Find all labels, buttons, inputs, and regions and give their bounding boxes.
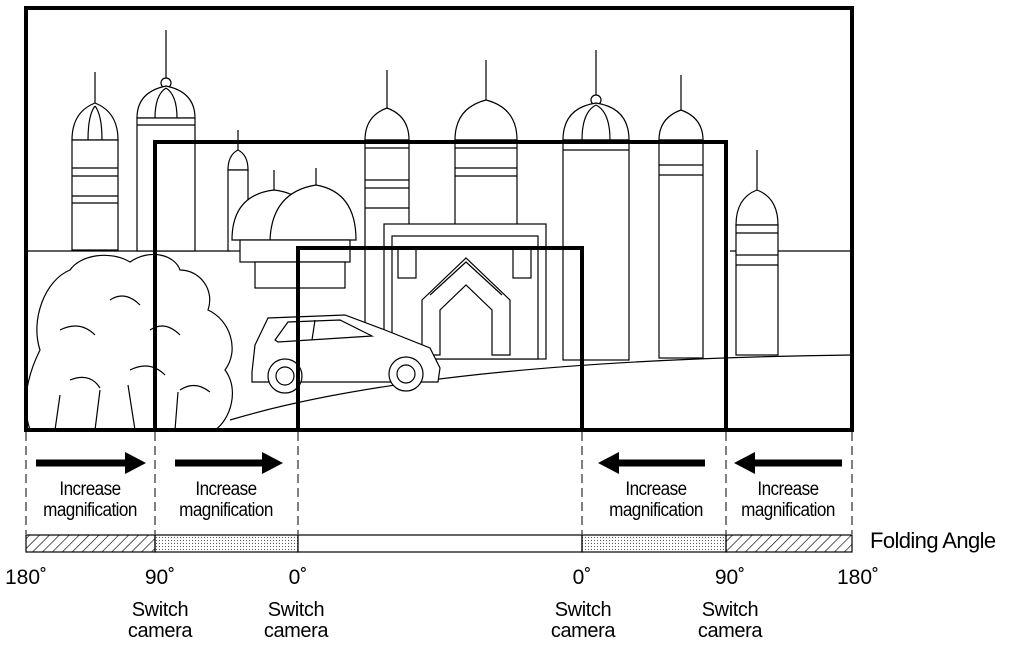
switch-label-line1: Switch bbox=[690, 600, 770, 621]
trees bbox=[26, 254, 233, 430]
magnification-label-3: Increase magnification bbox=[588, 479, 725, 521]
magnification-label-4: Increase magnification bbox=[720, 479, 857, 521]
minaret-5 bbox=[455, 60, 517, 230]
minaret-8 bbox=[736, 150, 778, 355]
switch-camera-label-3: Switch camera bbox=[543, 600, 623, 642]
angle-label-180-right: 180˚ bbox=[836, 567, 880, 588]
magnification-label-line2: magnification bbox=[720, 500, 857, 521]
angle-label-90-right: 90˚ bbox=[708, 567, 752, 588]
switch-label-line2: camera bbox=[690, 621, 770, 642]
minaret-6 bbox=[563, 50, 629, 360]
bar-dotted-left bbox=[155, 535, 298, 552]
switch-camera-label-1: Switch camera bbox=[120, 600, 200, 642]
bar-dotted-right bbox=[582, 535, 726, 552]
arrow-left-2 bbox=[734, 452, 842, 474]
magnification-label-line1: Increase bbox=[720, 479, 857, 500]
angle-label-0-right: 0˚ bbox=[560, 567, 604, 588]
magnification-label-line1: Increase bbox=[22, 479, 159, 500]
switch-label-line1: Switch bbox=[256, 600, 336, 621]
magnification-label-line2: magnification bbox=[588, 500, 725, 521]
magnification-label-line1: Increase bbox=[588, 479, 725, 500]
angle-label-0-left: 0˚ bbox=[276, 567, 320, 588]
city-scene bbox=[26, 30, 852, 430]
switch-camera-label-4: Switch camera bbox=[690, 600, 770, 642]
switch-label-line1: Switch bbox=[120, 600, 200, 621]
arrows bbox=[36, 452, 842, 474]
switch-label-line2: camera bbox=[120, 621, 200, 642]
minaret-7 bbox=[659, 75, 703, 358]
arrow-right-2 bbox=[175, 452, 283, 474]
bar-hatched-left bbox=[26, 535, 155, 552]
switch-label-line2: camera bbox=[543, 621, 623, 642]
magnification-label-line2: magnification bbox=[158, 500, 295, 521]
dome-pair bbox=[232, 168, 356, 288]
switch-camera-label-2: Switch camera bbox=[256, 600, 336, 642]
folding-angle-bar bbox=[26, 535, 852, 552]
arrow-right-1 bbox=[36, 452, 146, 474]
magnification-label-line2: magnification bbox=[22, 500, 159, 521]
switch-label-line1: Switch bbox=[543, 600, 623, 621]
switch-label-line2: camera bbox=[256, 621, 336, 642]
folding-angle-axis-label: Folding Angle bbox=[870, 530, 1020, 551]
magnification-label-1: Increase magnification bbox=[22, 479, 159, 521]
angle-label-180-left: 180˚ bbox=[4, 567, 48, 588]
arrow-left-1 bbox=[598, 452, 705, 474]
bar-blank-center bbox=[298, 535, 582, 552]
bar-hatched-right bbox=[726, 535, 852, 552]
magnification-label-line1: Increase bbox=[158, 479, 295, 500]
magnification-label-2: Increase magnification bbox=[158, 479, 295, 521]
minaret-1 bbox=[72, 72, 118, 250]
angle-label-90-left: 90˚ bbox=[138, 567, 182, 588]
